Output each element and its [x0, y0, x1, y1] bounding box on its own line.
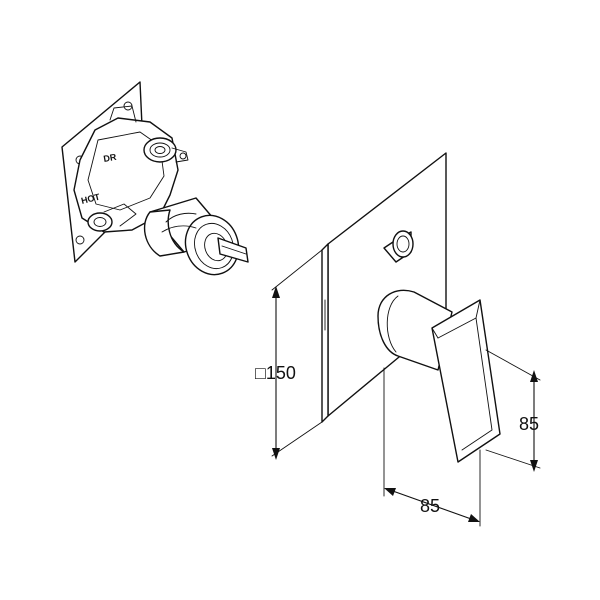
valve-marking-side: HOT [80, 192, 101, 206]
valve-housing-face [87, 131, 165, 211]
valve-cartridge [143, 197, 249, 276]
lower-outlet-connector [87, 203, 137, 232]
plate-size-label: □150 [255, 363, 296, 383]
rough-in-valve-body: DR HOT [61, 81, 249, 276]
depth-label: 85 [519, 414, 539, 434]
diverter-button-icon [383, 230, 414, 263]
dimension-plate-size [271, 249, 323, 460]
housing-top-boss [109, 105, 137, 123]
top-port-connector [143, 137, 189, 163]
valve-marking-top: DR [103, 152, 118, 164]
dimension-width [383, 367, 481, 527]
cover-plate-edge [321, 243, 329, 423]
width-label: 85 [420, 496, 440, 516]
lever-handle [377, 289, 501, 463]
cover-plate-face [327, 152, 447, 417]
dimension-depth [485, 349, 541, 472]
plate-screw-icon [75, 235, 85, 245]
finished-mixer [321, 152, 501, 463]
